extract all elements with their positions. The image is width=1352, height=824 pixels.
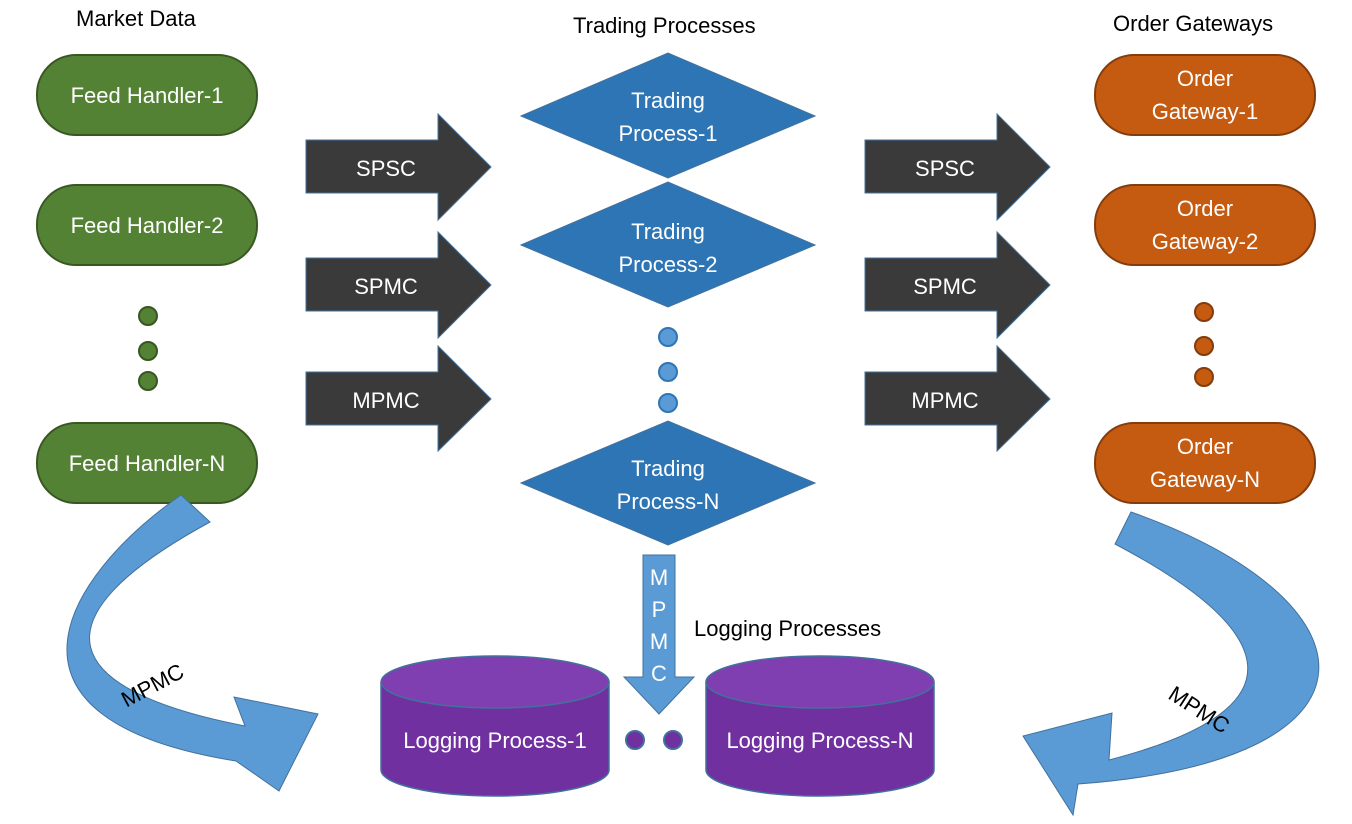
order-gateways-heading: Order Gateways [1113,11,1274,36]
logging-process-label: Logging Process-N [726,728,913,753]
curved-arrow-right: MPMC [1022,511,1320,817]
trading-process-label: Process-N [617,489,720,514]
queue-arrow-spsc-left: SPSC [305,112,492,222]
down-arrow-letter: M [650,629,668,654]
feed-handler-2: Feed Handler-2 [36,184,258,266]
trading-process-label: Trading [631,88,705,113]
down-arrow-letter: P [652,597,667,622]
queue-arrow-mpmc-right: MPMC [864,344,1051,453]
queue-arrow-label: SPMC [354,274,418,299]
feed-handler-label: Feed Handler-N [68,450,226,476]
trading-process-label: Trading [631,456,705,481]
trading-process-n: Trading Process-N [519,420,817,546]
queue-arrow-label: MPMC [911,388,978,413]
feed-handler-1: Feed Handler-1 [36,54,258,136]
feed-handler-n: Feed Handler-N [36,422,258,504]
queue-arrow-spmc-right: SPMC [864,230,1051,340]
ellipsis-dot [1194,367,1214,387]
down-arrow-letter: C [651,661,667,686]
ellipsis-dot [658,327,678,347]
market-data-heading: Market Data [76,6,196,31]
ellipsis-dot [138,371,158,391]
trading-processes-heading: Trading Processes [573,13,756,38]
ellipsis-dot [138,306,158,326]
queue-arrow-spsc-right: SPSC [864,112,1051,222]
queue-arrow-label: SPMC [913,274,977,299]
ellipsis-dot [625,730,645,750]
ellipsis-dot [663,730,683,750]
logging-process-1: Logging Process-1 [380,655,610,797]
trading-process-1: Trading Process-1 [519,52,817,179]
ellipsis-dot [658,393,678,413]
queue-arrow-label: MPMC [352,388,419,413]
feed-handler-label: Feed Handler-1 [70,82,224,108]
queue-arrow-label: SPSC [356,156,416,181]
logging-process-n: Logging Process-N [705,655,935,797]
trading-process-label: Process-1 [618,121,717,146]
logging-processes-heading: Logging Processes [694,616,882,641]
ellipsis-dot [138,341,158,361]
ellipsis-dot [1194,302,1214,322]
curved-arrow-left: MPMC [66,494,319,792]
trading-process-label: Trading [631,219,705,244]
queue-arrow-label: SPSC [915,156,975,181]
down-arrow-mpmc: M P M C [622,554,696,715]
down-arrow-letter: M [650,565,668,590]
trading-process-label: Process-2 [618,252,717,277]
ellipsis-dot [1194,336,1214,356]
queue-arrow-mpmc-left: MPMC [305,344,492,453]
queue-arrow-spmc-left: SPMC [305,230,492,340]
feed-handler-label: Feed Handler-2 [70,212,224,238]
trading-process-2: Trading Process-2 [519,181,817,308]
ellipsis-dot [658,362,678,382]
logging-process-label: Logging Process-1 [403,728,586,753]
